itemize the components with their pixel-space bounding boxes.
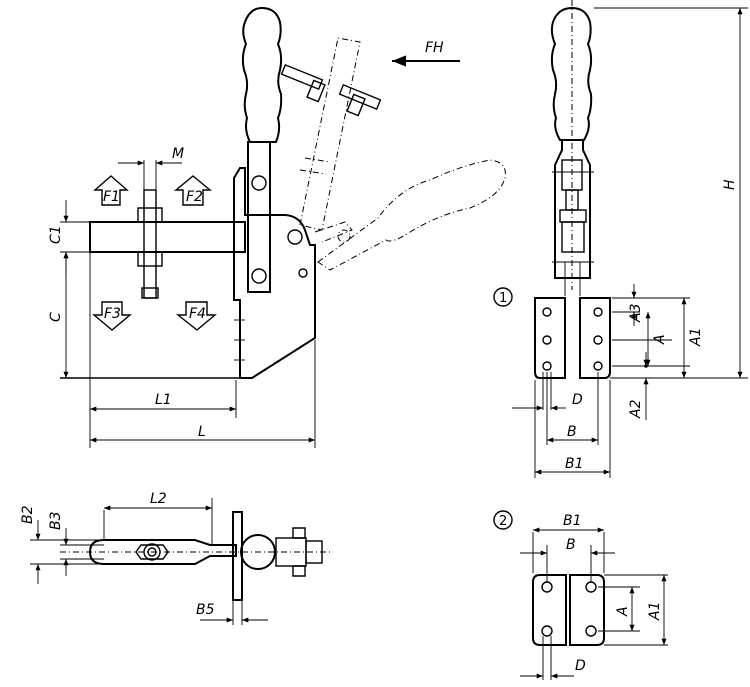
top-view: L2 B2 B3 B5 xyxy=(20,491,330,625)
v2-plate-left xyxy=(532,574,567,646)
rod-pivot-bottom xyxy=(251,268,267,284)
variant-2-view: 2 B1 B A A1 D xyxy=(493,510,668,680)
v2-a1-label: A1 xyxy=(647,602,663,621)
fh-label: FH xyxy=(425,40,444,56)
v2-a-label: A xyxy=(615,606,631,617)
a2-label: A2 xyxy=(628,399,644,419)
variant-2-marker xyxy=(493,510,513,530)
a-label: A xyxy=(652,334,668,345)
rod-pivot-top xyxy=(251,175,267,191)
a3-label: A3 xyxy=(628,304,644,323)
main-pivot xyxy=(287,229,303,245)
open-handle-horizontal xyxy=(317,159,506,271)
force-arrow-f2: F2 xyxy=(174,175,212,206)
c-label: C xyxy=(48,312,64,322)
v2-b-label: B xyxy=(566,537,576,553)
spindle xyxy=(143,189,157,299)
svg-text:2: 2 xyxy=(499,514,507,529)
front-base-left xyxy=(534,297,566,379)
force-arrow-f4: F4 xyxy=(175,301,217,331)
svg-text:F1: F1 xyxy=(103,189,120,205)
m-label: M xyxy=(172,146,184,162)
spindle-foot xyxy=(141,287,159,299)
v2-d-label: D xyxy=(575,658,586,674)
svg-text:1: 1 xyxy=(499,291,507,306)
clamping-arm xyxy=(89,221,246,253)
top-arm xyxy=(88,539,237,565)
ghost-bolts xyxy=(280,63,382,117)
b-label: B xyxy=(567,424,577,440)
open-handle-ghost xyxy=(299,37,361,231)
v2-b1-label: B1 xyxy=(563,513,582,529)
b5-label: B5 xyxy=(196,602,215,618)
d-label: D xyxy=(572,392,583,408)
h-label: H xyxy=(722,179,738,190)
handle-rod xyxy=(247,141,271,293)
lower-pivot xyxy=(298,268,308,278)
front-view: H A1 A A3 A2 D B B1 1 xyxy=(493,0,748,478)
b3-label: B3 xyxy=(48,511,64,530)
handle-grip xyxy=(241,6,283,143)
front-handle-grip xyxy=(550,6,593,141)
spindle-nut-top xyxy=(137,207,163,223)
svg-text:F2: F2 xyxy=(186,189,203,205)
l1-label: L1 xyxy=(155,392,172,408)
clamp-body xyxy=(233,167,316,379)
variant-1-marker xyxy=(493,287,513,307)
force-arrow-f1: F1 xyxy=(93,175,129,206)
top-pivot-body xyxy=(240,534,276,570)
l2-label: L2 xyxy=(150,491,167,507)
v2-plate-right xyxy=(569,574,605,646)
side-view: FH M F1 F2 F3 F4 C1 C L1 xyxy=(48,6,506,448)
front-base-right xyxy=(579,297,611,379)
svg-text:F3: F3 xyxy=(104,306,121,322)
svg-text:F4: F4 xyxy=(189,306,206,322)
force-arrow-f3: F3 xyxy=(92,301,132,331)
c1-label: C1 xyxy=(48,225,64,244)
a1-label: A1 xyxy=(688,328,704,347)
l-label: L xyxy=(198,424,206,440)
b1-label: B1 xyxy=(565,456,584,472)
mounting-holes-v1 xyxy=(542,307,603,371)
b2-label: B2 xyxy=(20,505,36,524)
spindle-nut-bottom xyxy=(137,251,163,267)
